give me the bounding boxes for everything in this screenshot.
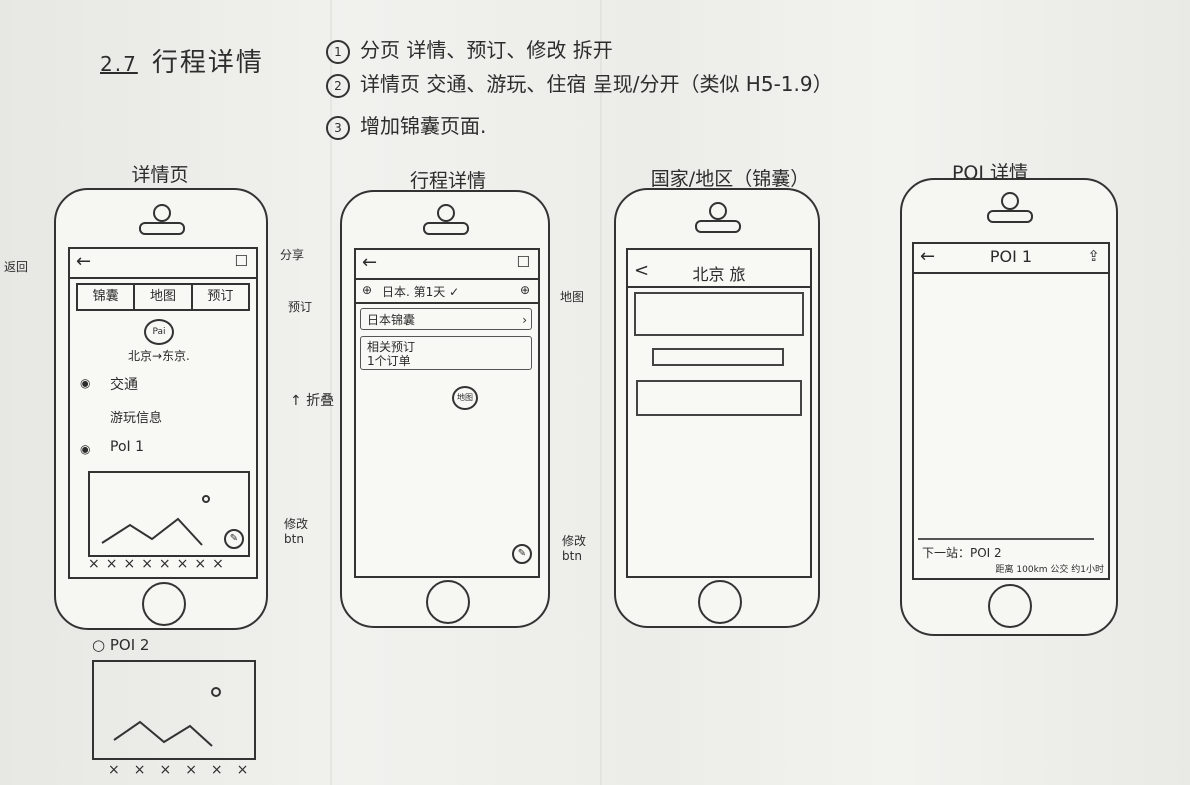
next-stop[interactable]: 下一站：POI 2 bbox=[922, 546, 1002, 560]
mountain-icon bbox=[101, 495, 210, 546]
note-text: 分页 详情、预订、修改 拆开 bbox=[360, 38, 613, 62]
camera-icon bbox=[437, 204, 455, 222]
edit-icon[interactable]: ✎ bbox=[512, 544, 532, 564]
annotation-share: 分享 bbox=[280, 248, 305, 262]
back-arrow-icon[interactable]: ← bbox=[920, 246, 936, 267]
speaker-icon bbox=[423, 222, 469, 235]
share-icon[interactable]: ⇪ bbox=[1087, 247, 1100, 265]
transport-icon: ◉ bbox=[80, 376, 91, 390]
speaker-icon bbox=[987, 210, 1033, 223]
share-icon[interactable]: ☐ bbox=[234, 252, 248, 270]
home-button bbox=[988, 584, 1032, 628]
camera-icon bbox=[153, 204, 171, 222]
annotation-map: 地图 bbox=[560, 290, 585, 304]
page-title: 北京 旅 bbox=[692, 265, 746, 284]
poi2-label-text: POI 2 bbox=[109, 636, 150, 654]
content-block bbox=[634, 292, 804, 336]
edit-icon[interactable]: ✎ bbox=[224, 529, 244, 549]
list-item-label: 相关预订 1个订单 bbox=[367, 340, 416, 368]
share-icon[interactable]: ☐ bbox=[516, 253, 530, 271]
poi2-rating-marks: ×××××× bbox=[108, 762, 263, 778]
screen: ← POI 1 ⇪ 下一站：POI 2 距离 100km 公交 约1小时 bbox=[912, 242, 1110, 580]
page-title: POI 1 bbox=[989, 247, 1033, 266]
list-item-label: 日本锦囊 bbox=[367, 313, 416, 327]
note-1: 1 分页 详情、预订、修改 拆开 bbox=[326, 34, 613, 64]
content-block bbox=[636, 380, 802, 416]
map-badge[interactable]: 地图 bbox=[452, 386, 478, 410]
top-bar: < 北京 旅 bbox=[628, 258, 810, 288]
screen: ← ☐ ⊕ 日本. 第1天 ✓ ⊕ 日本锦囊 › 相关预订 1个订单 地图 ✎ bbox=[354, 248, 540, 578]
content-block bbox=[652, 348, 784, 366]
note-marker: 2 bbox=[326, 73, 350, 98]
phone-detail: ← ☐ 锦囊 地图 预订 Pai 北京→东京. ◉ 交通 游玩信息 ◉ PoI … bbox=[54, 188, 268, 630]
camera-icon bbox=[709, 202, 727, 220]
tab-bar: 锦囊 地图 预订 bbox=[76, 283, 250, 311]
top-bar: ← ☐ bbox=[70, 249, 256, 279]
tab-map[interactable]: 地图 bbox=[135, 285, 193, 309]
paper-fold bbox=[330, 0, 332, 785]
mountain-icon bbox=[113, 687, 221, 747]
annotation-edit: 修改 btn bbox=[284, 517, 309, 546]
paper-fold bbox=[600, 0, 602, 785]
screen: ← ☐ 锦囊 地图 预订 Pai 北京→东京. ◉ 交通 游玩信息 ◉ PoI … bbox=[68, 247, 258, 579]
screen-title-country: 国家/地区（锦囊） bbox=[650, 168, 810, 190]
transport-label: 交通 bbox=[110, 377, 138, 393]
phone-country: < 北京 旅 bbox=[614, 188, 820, 628]
camera-icon bbox=[1001, 192, 1019, 210]
tab-booking[interactable]: 预订 bbox=[207, 289, 234, 304]
phone-itinerary: ← ☐ ⊕ 日本. 第1天 ✓ ⊕ 日本锦囊 › 相关预订 1个订单 地图 ✎ bbox=[340, 190, 550, 628]
chevron-right-icon: › bbox=[522, 313, 527, 327]
list-item-tips[interactable]: 日本锦囊 › bbox=[360, 308, 532, 330]
section-heading: 2.7 行程详情 bbox=[100, 42, 264, 79]
note-text: 详情页 交通、游玩、住宿 呈现/分开（类似 H5-1.9） bbox=[360, 72, 833, 96]
annotation-back: 返回 bbox=[4, 260, 29, 274]
tab-tips[interactable]: 锦囊 bbox=[78, 285, 136, 309]
poi2-image-placeholder bbox=[92, 660, 256, 760]
home-button bbox=[142, 582, 186, 626]
distance-info: 距离 100km 公交 约1小时 bbox=[995, 565, 1104, 575]
speaker-icon bbox=[139, 222, 185, 235]
summary-badge: Pai bbox=[144, 319, 174, 345]
note-2: 2 详情页 交通、游玩、住宿 呈现/分开（类似 H5-1.9） bbox=[326, 68, 833, 98]
route-summary: 北京→东京. bbox=[128, 349, 190, 363]
annotation-collapse: ↑ 折叠 bbox=[290, 393, 335, 409]
speaker-icon bbox=[695, 220, 741, 233]
note-text: 增加锦囊页面. bbox=[360, 114, 487, 138]
top-bar: ← POI 1 ⇪ bbox=[914, 244, 1108, 274]
day-filter-row[interactable]: ⊕ 日本. 第1天 ✓ ⊕ bbox=[356, 280, 538, 304]
screen-title-detail: 详情页 bbox=[131, 164, 189, 186]
back-arrow-icon[interactable]: < bbox=[634, 260, 650, 281]
back-arrow-icon[interactable]: ← bbox=[76, 251, 92, 272]
divider bbox=[918, 538, 1094, 540]
top-bar: ← ☐ bbox=[356, 250, 538, 280]
day-selector[interactable]: 日本. 第1天 ✓ bbox=[382, 285, 460, 299]
list-item-bookings[interactable]: 相关预订 1个订单 bbox=[360, 336, 532, 370]
booking-icon[interactable]: ⊕ bbox=[362, 283, 373, 297]
back-arrow-icon[interactable]: ← bbox=[362, 252, 378, 273]
screen: < 北京 旅 bbox=[626, 248, 812, 578]
annotation-edit: 修改 btn bbox=[562, 534, 587, 563]
home-button bbox=[698, 580, 742, 624]
rating-marks: ×××××××× bbox=[88, 556, 230, 572]
section-number: 2.7 bbox=[100, 52, 138, 76]
note-marker: 1 bbox=[326, 39, 350, 64]
phone-poi: ← POI 1 ⇪ 下一站：POI 2 距离 100km 公交 约1小时 bbox=[900, 178, 1118, 636]
section-title: 行程详情 bbox=[151, 48, 264, 78]
home-button bbox=[426, 580, 470, 624]
poi-label: PoI 1 bbox=[110, 439, 144, 455]
poi-icon: ◉ bbox=[80, 442, 91, 456]
poi2-label: ○ POI 2 bbox=[92, 636, 150, 654]
map-icon[interactable]: ⊕ bbox=[519, 283, 530, 297]
annotation-booking: 预订 bbox=[288, 300, 313, 314]
note-marker: 3 bbox=[326, 115, 350, 140]
play-info-label: 游玩信息 bbox=[110, 411, 163, 426]
screen-title-itinerary: 行程详情 bbox=[409, 170, 486, 192]
note-3: 3 增加锦囊页面. bbox=[326, 110, 486, 140]
poi-image-placeholder: ✎ bbox=[88, 471, 250, 557]
